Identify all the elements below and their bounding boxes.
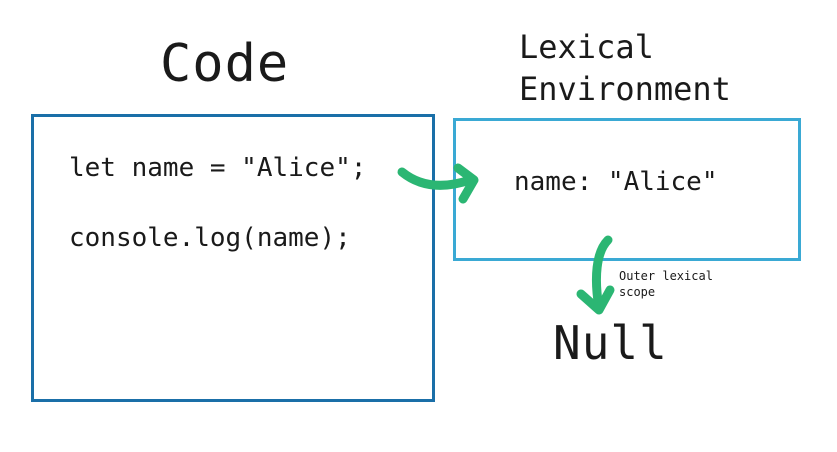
null-label: Null [553,316,668,370]
code-box: let name = "Alice"; console.log(name); [31,114,435,402]
outer-scope-note: Outer lexical scope [619,269,713,299]
code-line-console-log: console.log(name); [69,223,351,253]
binding-arrow-icon [397,163,479,204]
environment-entry: name: "Alice" [514,167,718,197]
code-line-declaration: let name = "Alice"; [69,153,367,183]
lexical-environment-title: Lexical Environment [519,28,731,108]
lexical-environment-box: name: "Alice" [453,118,801,261]
code-title: Code [160,34,290,94]
outer-scope-arrow-icon [576,235,615,315]
